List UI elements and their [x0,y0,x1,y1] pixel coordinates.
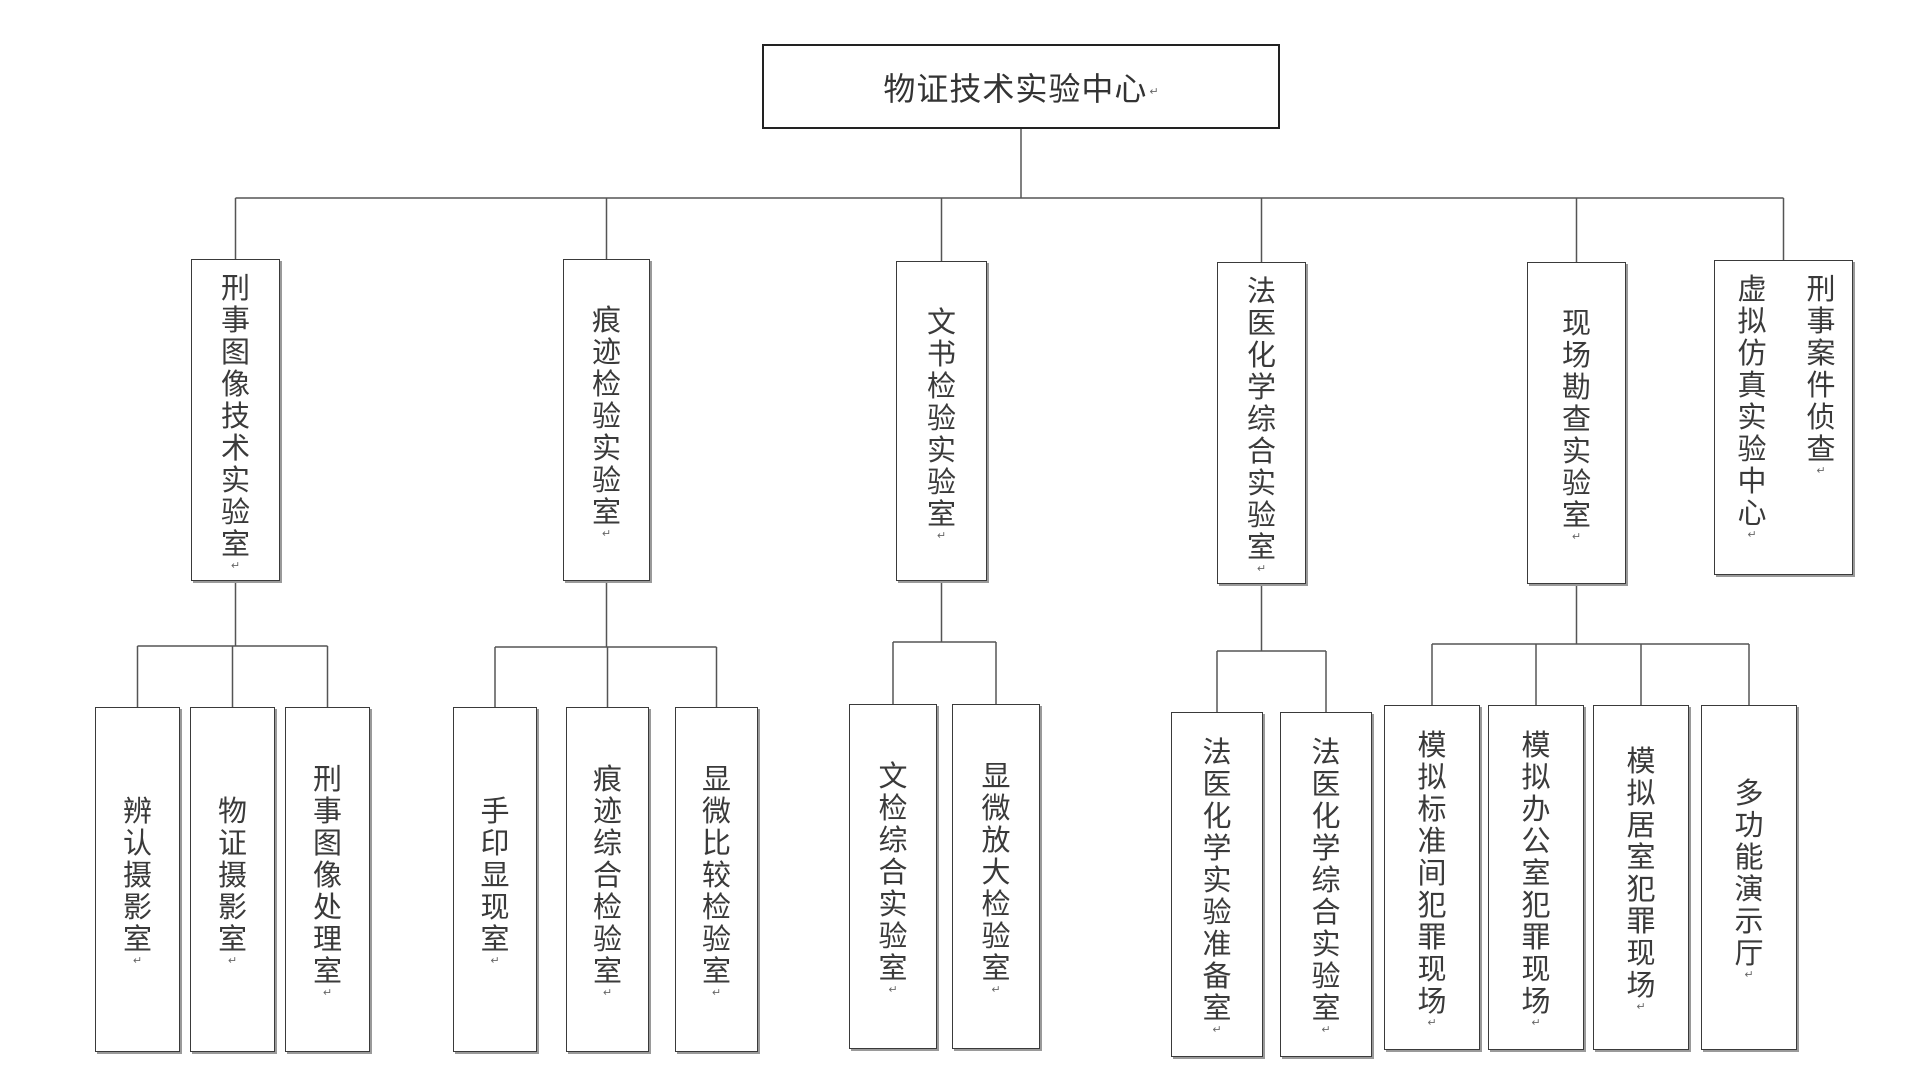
vertical-label: 痕迹综合检验室↵ [592,761,622,999]
paragraph-mark-icon: ↵ [490,953,500,967]
vertical-label: 多功能演示厅↵ [1734,775,1764,981]
room-node: 模拟居室犯罪现场↵ [1593,705,1689,1050]
paragraph-mark-icon: ↵ [1531,1015,1541,1029]
vertical-label: 现场勘查实验室↵ [1561,306,1591,543]
vertical-label: 痕迹检验实验室↵ [591,303,621,540]
vertical-label: 文书检验实验室↵ [926,305,956,542]
department-node: 现场勘查实验室↵ [1527,262,1626,584]
vertical-label: 显微放大检验室↵ [981,758,1011,996]
paragraph-mark-icon: ↵ [936,529,947,542]
vertical-label: 显微比较检验室↵ [701,761,731,999]
room-node: 物证摄影室↵ [190,707,275,1052]
vertical-label: 模拟办公室犯罪现场↵ [1521,727,1551,1029]
room-node: 显微放大检验室↵ [952,704,1040,1049]
room-node: 辨认摄影室↵ [95,707,180,1052]
room-node: 刑事图像处理室↵ [285,707,370,1052]
vertical-label-column: 虚拟仿真实验中心↵ [1737,272,1767,541]
paragraph-mark-icon: ↵ [1256,562,1267,575]
vertical-label: 法医化学综合实验室↵ [1246,274,1276,575]
department-node: 法医化学综合实验室↵ [1217,262,1306,584]
vertical-label: 法医化学实验准备室↵ [1202,734,1232,1036]
paragraph-mark-icon: ↵ [132,953,143,967]
paragraph-mark-icon: ↵ [602,985,613,999]
vertical-label: 法医化学综合实验室↵ [1311,734,1341,1036]
vertical-label: 辨认摄影室↵ [122,793,152,967]
paragraph-mark-icon: ↵ [888,982,898,996]
department-node: 刑事案件侦查↵ 虚拟仿真实验中心↵ [1714,260,1853,575]
paragraph-mark-icon: ↵ [1744,967,1754,981]
vertical-label: 文检综合实验室↵ [878,758,908,996]
room-node: 显微比较检验室↵ [675,707,758,1052]
room-node: 法医化学综合实验室↵ [1280,712,1372,1057]
vertical-label: 物证摄影室↵ [217,793,247,967]
paragraph-mark-icon: ↵ [991,982,1001,996]
room-node: 法医化学实验准备室↵ [1171,712,1263,1057]
root-node: 物证技术实验中心 ↵ [762,44,1280,129]
paragraph-mark-icon: ↵ [227,953,238,967]
room-node: 文检综合实验室↵ [849,704,937,1049]
vertical-label: 刑事图像技术实验室↵ [220,271,250,572]
paragraph-mark-icon: ↵ [1427,1015,1437,1029]
department-node: 痕迹检验实验室↵ [563,259,650,581]
paragraph-mark-icon: ↵ [711,985,722,999]
paragraph-mark-icon: ↵ [1816,464,1826,477]
vertical-label-column: 刑事案件侦查↵ [1806,272,1836,477]
vertical-label: 手印显现室↵ [480,793,510,967]
paragraph-mark-icon: ↵ [1321,1022,1331,1036]
paragraph-mark-icon: ↵ [1149,84,1159,98]
root-label: 物证技术实验中心 [883,69,1148,108]
room-node: 痕迹综合检验室↵ [566,707,649,1052]
room-node: 模拟标准间犯罪现场↵ [1384,705,1480,1050]
paragraph-mark-icon: ↵ [1747,528,1757,541]
vertical-label: 模拟标准间犯罪现场↵ [1417,727,1447,1029]
vertical-label: 刑事图像处理室↵ [312,761,342,999]
paragraph-mark-icon: ↵ [230,559,241,572]
room-node: 手印显现室↵ [453,707,537,1052]
room-node: 模拟办公室犯罪现场↵ [1488,705,1584,1050]
paragraph-mark-icon: ↵ [601,527,612,540]
room-node: 多功能演示厅↵ [1701,705,1797,1050]
paragraph-mark-icon: ↵ [1636,999,1646,1013]
vertical-label: 模拟居室犯罪现场↵ [1626,743,1656,1013]
paragraph-mark-icon: ↵ [1571,530,1582,543]
department-node: 刑事图像技术实验室↵ [191,259,280,581]
paragraph-mark-icon: ↵ [322,985,333,999]
department-node: 文书检验实验室↵ [896,261,987,581]
paragraph-mark-icon: ↵ [1212,1022,1222,1036]
